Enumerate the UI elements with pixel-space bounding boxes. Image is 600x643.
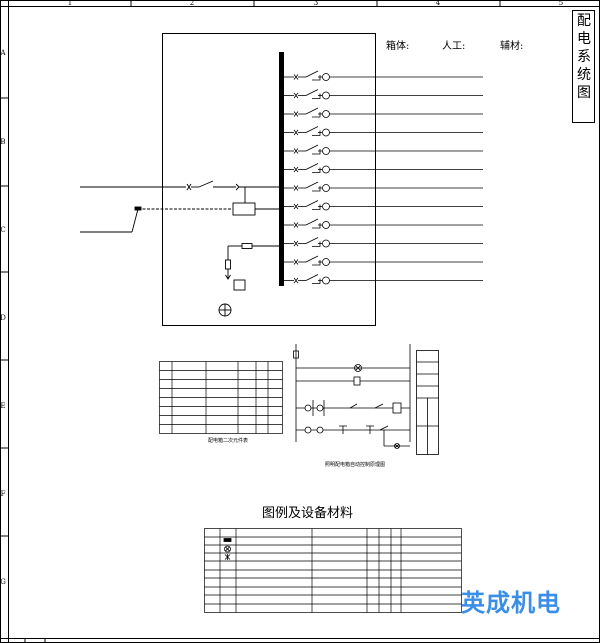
feeder-circuit xyxy=(284,144,483,155)
row-marker: E xyxy=(0,402,5,410)
column-markers: 1 2 3 4 5 xyxy=(68,0,563,7)
control-diagram xyxy=(293,344,439,455)
enclosure-label: 箱体: xyxy=(386,39,409,52)
row-marker: B xyxy=(0,138,5,146)
outgoing-feeders xyxy=(284,70,483,285)
row-marker: C xyxy=(0,226,5,234)
watermark-logo: 英成机电 xyxy=(461,589,561,617)
legend-title: 图例及设备材料 xyxy=(262,505,353,521)
feeder-circuit xyxy=(284,70,483,81)
labor-label: 人工: xyxy=(442,40,465,52)
feeder-circuit xyxy=(284,126,483,137)
secondary-table xyxy=(159,361,283,434)
feeder-circuit xyxy=(284,89,483,100)
feeder-circuit xyxy=(284,274,483,285)
secondary-table-caption: 配电箱二次元件表 xyxy=(208,437,248,444)
column-marker: 3 xyxy=(314,0,318,7)
title-block-box xyxy=(572,10,595,123)
distribution-box-outline xyxy=(162,33,376,326)
title-char: 图 xyxy=(577,85,591,101)
main-busbar xyxy=(279,52,284,286)
breaker-symbol xyxy=(224,554,231,560)
row-marker: F xyxy=(1,490,6,498)
column-marker: 2 xyxy=(190,0,194,7)
auxiliary-label: 辅材: xyxy=(500,39,523,52)
row-marker: G xyxy=(0,578,6,586)
row-marker: D xyxy=(0,314,6,322)
feeder-circuit xyxy=(284,163,483,174)
incoming-circuit xyxy=(80,180,279,317)
box-info: 箱体: 人工: 辅材: xyxy=(386,39,523,52)
feeder-circuit xyxy=(284,181,483,192)
vertical-title: 配 电 系 统 图 xyxy=(573,12,595,122)
legend-table xyxy=(204,528,462,613)
column-marker: 1 xyxy=(68,0,72,7)
title-char: 系 xyxy=(577,49,591,65)
title-char: 统 xyxy=(577,67,591,83)
rect-filled-symbol xyxy=(223,538,232,542)
feeder-circuit xyxy=(284,200,483,211)
column-marker: 5 xyxy=(559,0,563,7)
feeder-circuit xyxy=(284,255,483,266)
title-char: 电 xyxy=(577,31,591,47)
control-diagram-caption: 照明配电箱自动控制原理图 xyxy=(325,461,385,468)
feeder-circuit xyxy=(284,237,483,248)
feeder-circuit xyxy=(284,107,483,118)
row-marker: A xyxy=(0,49,6,57)
row-markers: A B C D E F G xyxy=(0,49,6,586)
feeder-circuit xyxy=(284,218,483,229)
legend-symbols xyxy=(223,538,232,560)
column-marker: 4 xyxy=(436,0,441,7)
title-char: 配 xyxy=(577,13,591,29)
lamp-symbol xyxy=(224,545,231,553)
